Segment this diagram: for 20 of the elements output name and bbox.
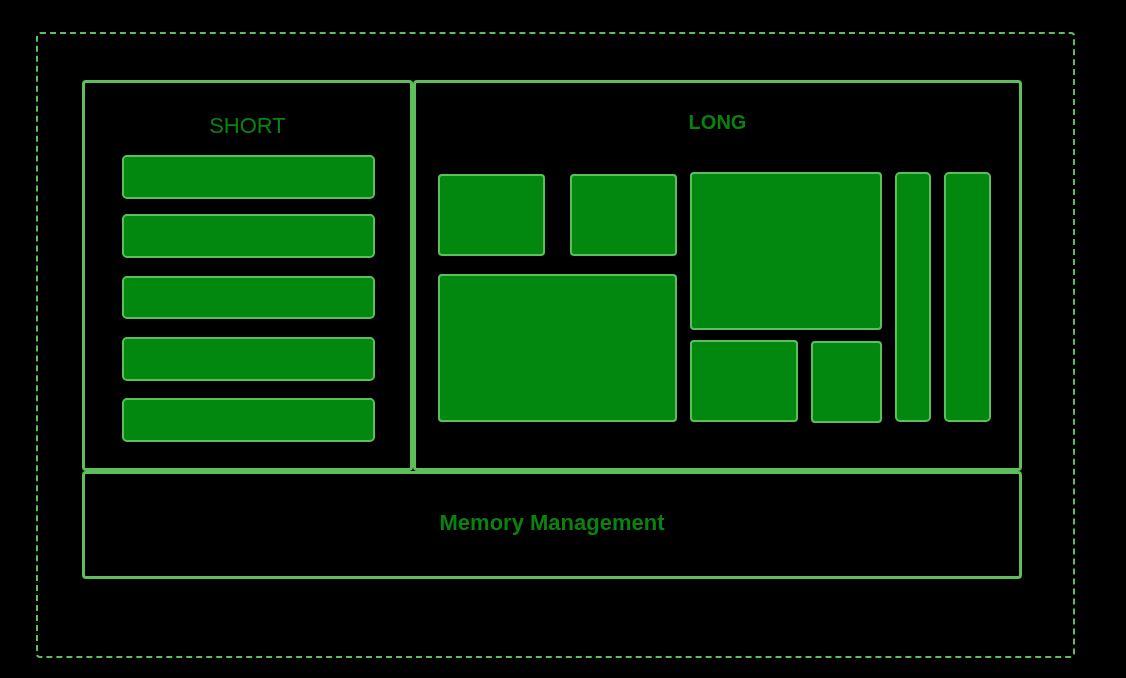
memory-block [122,337,375,381]
dashed-frame [36,32,1075,658]
memory-block [570,174,677,256]
memory-block [690,172,882,330]
panel-title: SHORT [209,113,286,139]
memory-block [438,174,545,256]
memory-block [438,274,677,422]
memory-block [811,341,882,423]
memory-block [944,172,991,422]
memory-block [122,276,375,319]
memory-block [895,172,931,422]
panel-title: LONG [688,111,747,134]
section-panel [82,471,1022,579]
memory-block [690,340,798,422]
memory-block [122,398,375,442]
section-panel [82,80,413,471]
panel-title: Memory Management [439,510,665,536]
section-panel [413,80,1022,471]
memory-block [122,214,375,258]
memory-block [122,155,375,199]
